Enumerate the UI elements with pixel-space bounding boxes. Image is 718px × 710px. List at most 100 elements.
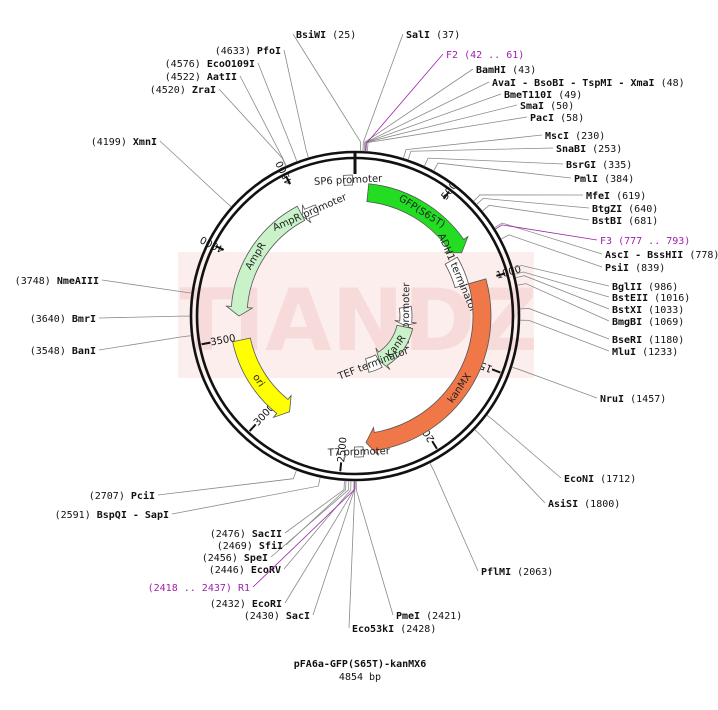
site-bsteii: BstEII (1016) — [514, 271, 690, 304]
feature-label: SP6 promoter — [314, 173, 384, 187]
plasmid-name: pFA6a-GFP(S65T)-kanMX6 — [294, 659, 426, 670]
site-position: 2063 — [523, 567, 547, 578]
site-name: BsrGI — [566, 160, 596, 171]
site-name: PciI — [131, 490, 155, 502]
site-bmri: (3640) BmrI — [30, 314, 191, 325]
site-position: 2446 — [215, 565, 239, 576]
primer-f2: F2 (42 .. 61) — [365, 50, 524, 152]
site-leader-line — [433, 162, 572, 179]
primer-leader-line — [365, 53, 444, 152]
site-leader-line — [283, 480, 352, 570]
site-position: 1033 — [654, 305, 678, 316]
site-ecoo109i: (4576) EcoO109I — [165, 59, 298, 162]
site-leader-line — [365, 104, 518, 152]
site-name: SacII — [252, 529, 282, 540]
site-label: (3548) BanI — [30, 346, 96, 357]
site-label: SmaI (50) — [520, 101, 574, 112]
primer-label: F2 (42 .. 61) — [446, 50, 524, 61]
tick-mark — [431, 440, 438, 450]
site-position: 1457 — [636, 394, 660, 405]
tick-label: 2500 — [336, 437, 349, 463]
site-label: BseRI (1180) — [612, 335, 684, 346]
site-zrai: (4520) ZraI — [150, 85, 287, 167]
site-position: 2432 — [216, 599, 240, 610]
site-label: (2469) SfiI — [217, 540, 283, 552]
tick-mark — [442, 190, 450, 200]
site-position: 2469 — [223, 541, 247, 552]
site-name: NruI — [600, 394, 624, 405]
site-leader-line — [362, 33, 404, 152]
site-position: 619 — [622, 191, 640, 202]
feature-shape — [365, 278, 492, 457]
site-name: SnaBI — [556, 144, 586, 155]
site-sfii: (2469) SfiI — [217, 480, 347, 552]
site-leader-line — [284, 480, 355, 604]
site-label: Eco53kI (2428) — [352, 624, 436, 635]
primer-leader-line — [252, 481, 356, 588]
site-position: 48 — [667, 78, 679, 89]
feature-shape — [354, 446, 364, 458]
site-nrui: NruI (1457) — [511, 366, 666, 405]
feature-shape — [232, 337, 292, 419]
site-bglii: BglII (986) — [512, 265, 678, 293]
feature-shape — [444, 256, 470, 289]
site-leader-line — [519, 319, 610, 352]
primers: F2 (42 .. 61) F3 (777 .. 793) (2418 .. 243… — [148, 50, 691, 594]
site-name: PflMI — [481, 567, 511, 578]
site-label: PmeI (2421) — [396, 611, 462, 622]
site-label: AsiSI (1800) — [548, 498, 620, 510]
site-position: 3548 — [36, 346, 60, 357]
site-snabi: SnaBI (253) — [407, 144, 622, 160]
site-name: EcoRV — [251, 565, 281, 576]
site-label: (2432) EcoRI — [210, 599, 282, 610]
site-position: 1016 — [660, 293, 684, 304]
site-name: BglII — [612, 282, 642, 293]
site-label: (2707) PciI — [89, 490, 155, 502]
site-leader-line — [257, 62, 298, 162]
site-name: AatII — [207, 72, 237, 83]
site-label: (2456) SpeI — [202, 553, 268, 564]
site-leader-line — [284, 480, 345, 534]
primer-label: F3 (777 .. 793) — [600, 236, 690, 247]
site-label: BsiWI (25) — [296, 29, 356, 41]
site-position: 1712 — [606, 474, 630, 485]
site-label: PsiI (839) — [605, 262, 665, 274]
feature-shape — [394, 305, 417, 327]
site-position: 2591 — [61, 510, 85, 521]
site-position: 2421 — [432, 611, 456, 622]
primer-label: (2418 .. 2437) R1 — [148, 583, 250, 594]
tick-mark — [496, 272, 506, 277]
site-position: 4633 — [221, 46, 245, 57]
site-label: PflMI (2063) — [481, 567, 553, 578]
site-name: BamHI — [476, 65, 506, 76]
site-name: BtgZI — [592, 204, 622, 215]
site-leader-line — [218, 88, 287, 167]
site-bspqi-sapi: (2591) BspQI - SapI — [55, 477, 321, 521]
site-position: 37 — [442, 30, 454, 41]
site-position: 986 — [654, 282, 672, 293]
site-position: 25 — [338, 30, 350, 41]
site-position: 253 — [598, 144, 616, 155]
site-bstbi: BstBI (681) — [482, 204, 658, 227]
feature-ori: ori — [232, 337, 292, 419]
site-label: BmeT110I (49) — [504, 90, 582, 101]
site-leader-line — [423, 157, 564, 167]
feature-shape — [366, 183, 469, 254]
site-name: BstXI — [612, 305, 642, 316]
site-label: (2446) EcoRV — [209, 565, 281, 576]
site-ecorv: (2446) EcoRV — [209, 480, 352, 576]
site-pflmi: PflMI (2063) — [429, 462, 553, 578]
site-position: 58 — [566, 113, 578, 124]
site-leader-line — [403, 134, 543, 159]
site-mlui: MluI (1233) — [519, 319, 678, 358]
feature-t7-promoter: T7 promoter — [327, 446, 391, 459]
site-pcii: (2707) PciI — [89, 470, 297, 502]
site-leader-line — [512, 265, 610, 287]
site-leader-line — [285, 480, 347, 546]
site-name: BmeT110I — [504, 90, 552, 101]
site-position: 3748 — [21, 276, 45, 287]
site-label: BglII (986) — [612, 282, 678, 293]
site-leader-line — [500, 234, 603, 268]
site-position: 1180 — [654, 335, 678, 346]
